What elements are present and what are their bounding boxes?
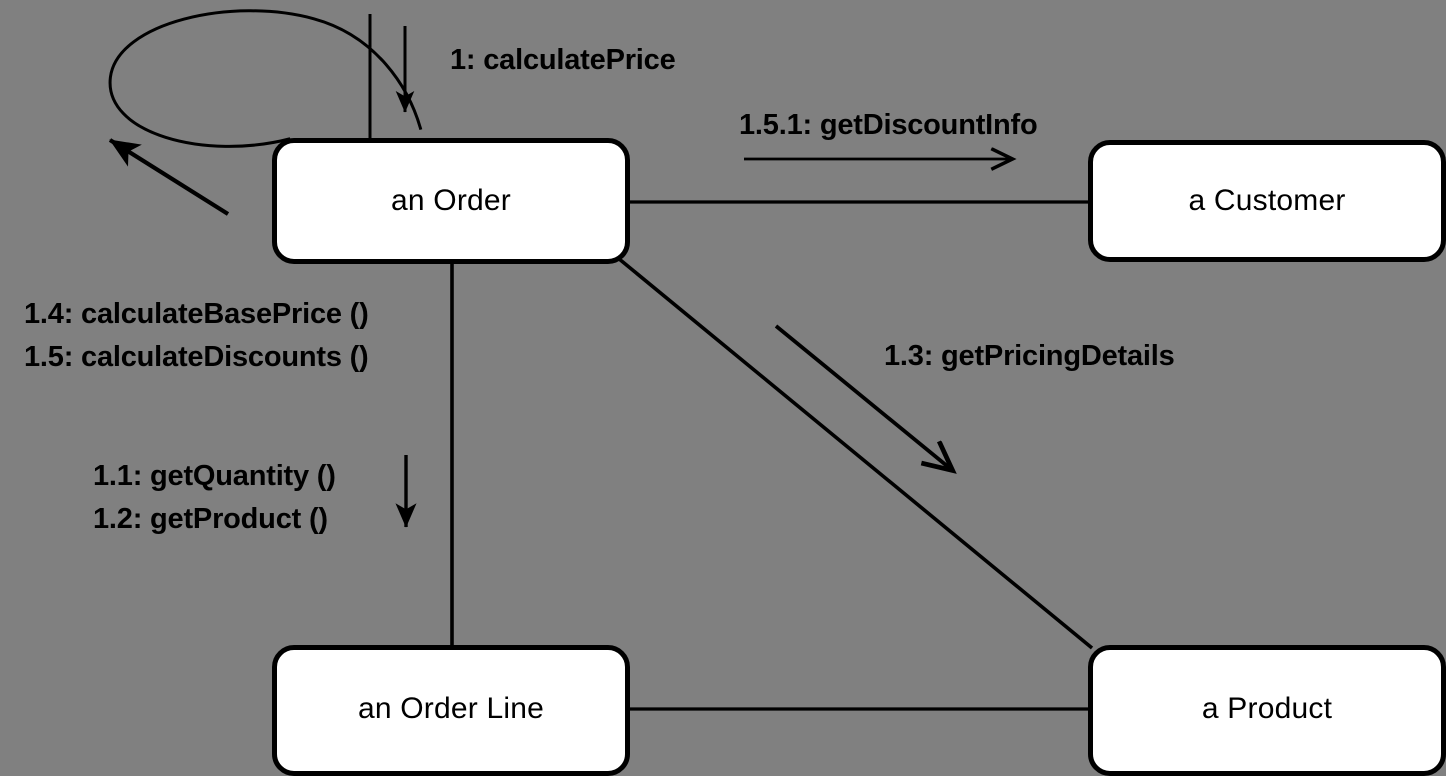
message-arrow-self-calculate — [108, 138, 230, 216]
object-label-an-order-line: an Order Line — [357, 691, 545, 725]
object-node-a-product[interactable]: a Product — [1088, 645, 1446, 776]
message-label-get-quantity: 1.1: getQuantity () — [93, 460, 336, 492]
message-label-group-self-messages: 1.4: calculateBasePrice () 1.5: calculat… — [24, 293, 369, 379]
self-link-loop-order — [108, 9, 423, 148]
message-label-calculate-discounts: 1.5: calculateDiscounts () — [24, 340, 369, 373]
object-label-a-product: a Product — [1201, 691, 1333, 725]
object-label-an-order: an Order — [391, 184, 511, 217]
message-label-calculate-base-price: 1.4: calculateBasePrice () — [24, 298, 369, 330]
object-node-an-order-line[interactable]: an Order Line — [272, 645, 630, 776]
message-label-get-product: 1.2: getProduct () — [93, 502, 328, 535]
link-order-to-product — [616, 256, 1094, 650]
object-node-an-order[interactable]: an Order — [272, 138, 630, 264]
message-label-group-order-line-messages: 1.1: getQuantity () 1.2: getProduct () — [93, 455, 336, 541]
message-label-get-pricing-details: 1.3: getPricingDetails — [884, 340, 1175, 372]
message-label-get-discount-info: 1.5.1: getDiscountInfo — [739, 109, 1038, 141]
message-label-calculate-price: 1: calculatePrice — [450, 44, 676, 76]
object-node-a-customer[interactable]: a Customer — [1088, 140, 1446, 262]
object-label-a-customer: a Customer — [1188, 184, 1346, 217]
